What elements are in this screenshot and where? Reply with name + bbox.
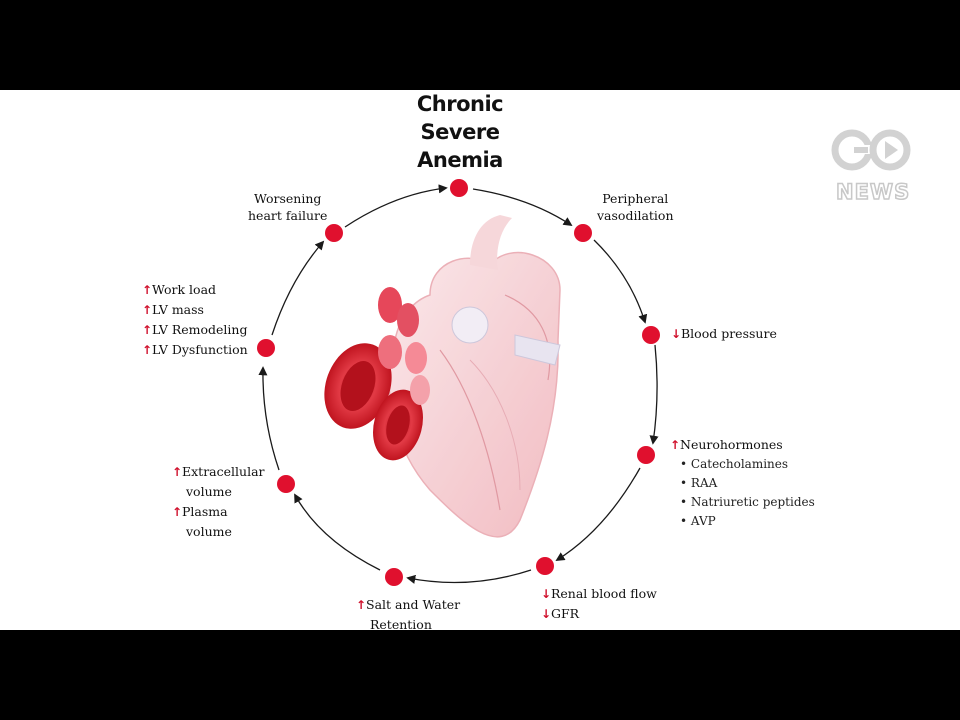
- label-worsening: Worsening heart failure: [248, 190, 327, 224]
- up-arrow-icon: ↑: [142, 323, 153, 337]
- label-blood-pressure: ↓Blood pressure: [671, 324, 777, 344]
- up-arrow-icon: ↑: [670, 438, 681, 452]
- down-arrow-icon: ↓: [671, 327, 682, 341]
- label-renal: ↓Renal blood flow ↓GFR: [541, 584, 657, 624]
- up-arrow-icon: ↑: [356, 598, 367, 612]
- heart-illustration: [388, 215, 561, 538]
- cycle-nodes: [257, 179, 660, 586]
- label-peripheral: Peripheral vasodilation: [597, 190, 674, 224]
- neuro-bullet: RAA: [670, 474, 815, 493]
- up-arrow-icon: ↑: [142, 343, 153, 357]
- diagram-title: Chronic Severe Anemia: [416, 92, 504, 172]
- node-renal: [536, 557, 554, 575]
- diagram-canvas: Chronic Severe Anemia Peripheral vasodil…: [0, 90, 960, 630]
- up-arrow-icon: ↑: [172, 505, 183, 519]
- extracellular-cont: volume: [186, 484, 232, 499]
- node-peripheral: [574, 224, 592, 242]
- bp-text: Blood pressure: [681, 326, 777, 341]
- up-arrow-icon: ↑: [172, 465, 183, 479]
- down-arrow-icon: ↓: [541, 607, 552, 621]
- label-volume: ↑Extracellular volume ↑Plasma volume: [172, 462, 265, 541]
- node-workload: [257, 339, 275, 357]
- label-workload: ↑Work load ↑LV mass ↑LV Remodeling ↑LV D…: [142, 280, 248, 360]
- cycle-diagram: [257, 179, 660, 586]
- plasma-cont: volume: [186, 524, 232, 539]
- lvdysfunction-text: LV Dysfunction: [152, 342, 248, 357]
- down-arrow-icon: ↓: [541, 587, 552, 601]
- plasma-text: Plasma: [182, 504, 228, 519]
- red-blood-cells-illustration: [324, 287, 430, 461]
- extracellular-text: Extracellular: [182, 464, 265, 479]
- lvremodeling-text: LV Remodeling: [152, 322, 248, 337]
- node-worsening: [325, 224, 343, 242]
- neuro-head: Neurohormones: [680, 437, 783, 452]
- gfr-text: GFR: [551, 606, 580, 621]
- label-neurohormones: ↑Neurohormones Catecholamines RAA Natriu…: [670, 435, 815, 531]
- node-salt: [385, 568, 403, 586]
- worsening-line-1: Worsening: [253, 191, 322, 206]
- node-anemia: [450, 179, 468, 197]
- logo-news-text: NEWS: [835, 179, 911, 205]
- go-news-logo: [831, 129, 911, 171]
- peripheral-line-1: Peripheral: [602, 191, 669, 206]
- lvmass-text: LV mass: [152, 302, 204, 317]
- node-neuro: [637, 446, 655, 464]
- salt-line-2: Retention: [370, 617, 432, 630]
- cycle-arcs: [258, 184, 659, 584]
- node-bp: [642, 326, 660, 344]
- neuro-bullet: AVP: [670, 512, 815, 531]
- workload-text: Work load: [152, 282, 217, 297]
- node-volume: [277, 475, 295, 493]
- neuro-bullet: Natriuretic peptides: [670, 493, 815, 512]
- salt-line-1: Salt and Water: [366, 597, 461, 612]
- renal-text: Renal blood flow: [551, 586, 657, 601]
- label-salt: ↑Salt and Water Retention: [356, 595, 460, 630]
- neuro-bullet: Catecholamines: [670, 455, 815, 474]
- worsening-line-2: heart failure: [248, 208, 328, 223]
- up-arrow-icon: ↑: [142, 303, 153, 317]
- up-arrow-icon: ↑: [142, 283, 153, 297]
- peripheral-line-2: vasodilation: [597, 208, 674, 223]
